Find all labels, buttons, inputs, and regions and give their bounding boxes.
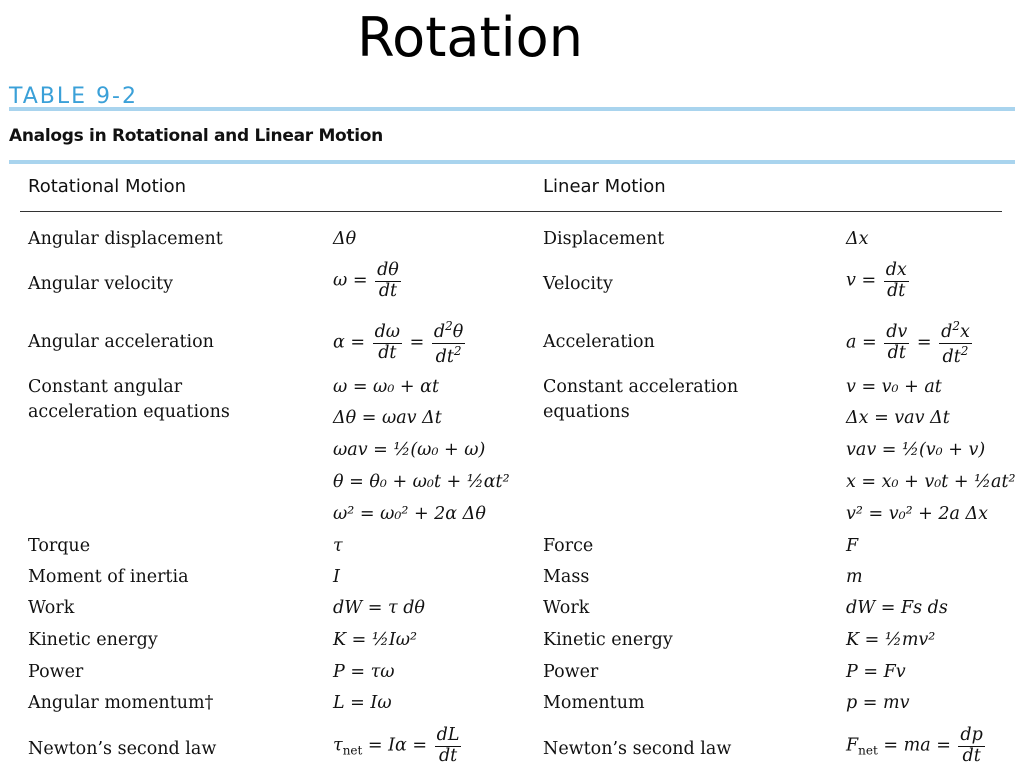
row-angular-displacement-name: Angular displacement	[28, 229, 223, 249]
blue-rule-top	[9, 107, 1015, 111]
row-constant-linear-name-line2: equations	[543, 402, 630, 422]
row-angular-momentum-name: Angular momentum†	[28, 693, 214, 713]
row-angular-momentum-eq: L = Iω	[333, 693, 392, 713]
row-constant-angular-name-line1: Constant angular	[28, 377, 183, 397]
constant-lin-eq-2: Δx = vav Δt	[846, 408, 950, 428]
constant-rot-eq-1: ω = ω₀ + αt	[333, 377, 439, 397]
row-newton-lin-name: Newton’s second law	[543, 739, 732, 759]
table-caption: Analogs in Rotational and Linear Motion	[9, 126, 383, 146]
row-acceleration-name: Acceleration	[543, 332, 655, 352]
row-angular-acceleration-name: Angular acceleration	[28, 332, 214, 352]
slide-title: Rotation	[357, 6, 583, 69]
row-mass-name: Mass	[543, 567, 590, 587]
header-rotational-motion: Rotational Motion	[28, 176, 187, 197]
row-momentum-name: Momentum	[543, 693, 645, 713]
constant-lin-eq-1: v = v₀ + at	[846, 377, 942, 397]
row-inertia-eq: I	[333, 567, 340, 587]
constant-rot-eq-2: Δθ = ωav Δt	[333, 408, 442, 428]
row-inertia-name: Moment of inertia	[28, 567, 189, 587]
constant-rot-eq-4: θ = θ₀ + ω₀t + ½αt²	[333, 472, 510, 492]
row-constant-angular-name-line2: acceleration equations	[28, 402, 230, 422]
row-torque-name: Torque	[28, 536, 91, 556]
row-displacement-name: Displacement	[543, 229, 665, 249]
constant-rot-eq-5: ω² = ω₀² + 2α Δθ	[333, 504, 486, 524]
table-number-label: TABLE 9-2	[9, 84, 138, 109]
row-force-eq: F	[846, 536, 859, 556]
constant-lin-eq-5: v² = v₀² + 2a Δx	[846, 504, 989, 524]
row-work-lin-name: Work	[543, 598, 590, 618]
row-power-lin-name: Power	[543, 662, 599, 682]
blue-rule-bottom	[9, 160, 1015, 164]
constant-lin-eq-4: x = x₀ + v₀t + ½at²	[846, 472, 1016, 492]
row-angular-velocity-name: Angular velocity	[28, 274, 174, 294]
header-linear-motion: Linear Motion	[543, 176, 666, 197]
row-velocity-name: Velocity	[543, 274, 613, 294]
row-mass-eq: m	[846, 567, 863, 587]
row-power-lin-eq: P = Fv	[846, 662, 906, 682]
row-power-rot-name: Power	[28, 662, 84, 682]
row-constant-linear-name-line1: Constant acceleration	[543, 377, 739, 397]
row-work-rot-name: Work	[28, 598, 75, 618]
row-newton-rot-name: Newton’s second law	[28, 739, 217, 759]
row-kinetic-rot-eq: K = ½Iω²	[333, 630, 418, 650]
header-divider	[20, 211, 1002, 212]
row-torque-eq: τ	[333, 536, 343, 556]
row-work-lin-eq: dW = Fs ds	[846, 598, 948, 618]
row-displacement-eq: Δx	[846, 229, 869, 249]
row-angular-displacement-eq: Δθ	[333, 229, 357, 249]
row-kinetic-lin-name: Kinetic energy	[543, 630, 673, 650]
row-work-rot-eq: dW = τ dθ	[333, 598, 425, 618]
row-force-name: Force	[543, 536, 594, 556]
row-kinetic-lin-eq: K = ½mv²	[846, 630, 936, 650]
row-kinetic-rot-name: Kinetic energy	[28, 630, 158, 650]
row-momentum-eq: p = mv	[846, 693, 910, 713]
constant-rot-eq-3: ωav = ½(ω₀ + ω)	[333, 440, 486, 460]
constant-lin-eq-3: vav = ½(v₀ + v)	[846, 440, 986, 460]
row-power-rot-eq: P = τω	[333, 662, 395, 682]
